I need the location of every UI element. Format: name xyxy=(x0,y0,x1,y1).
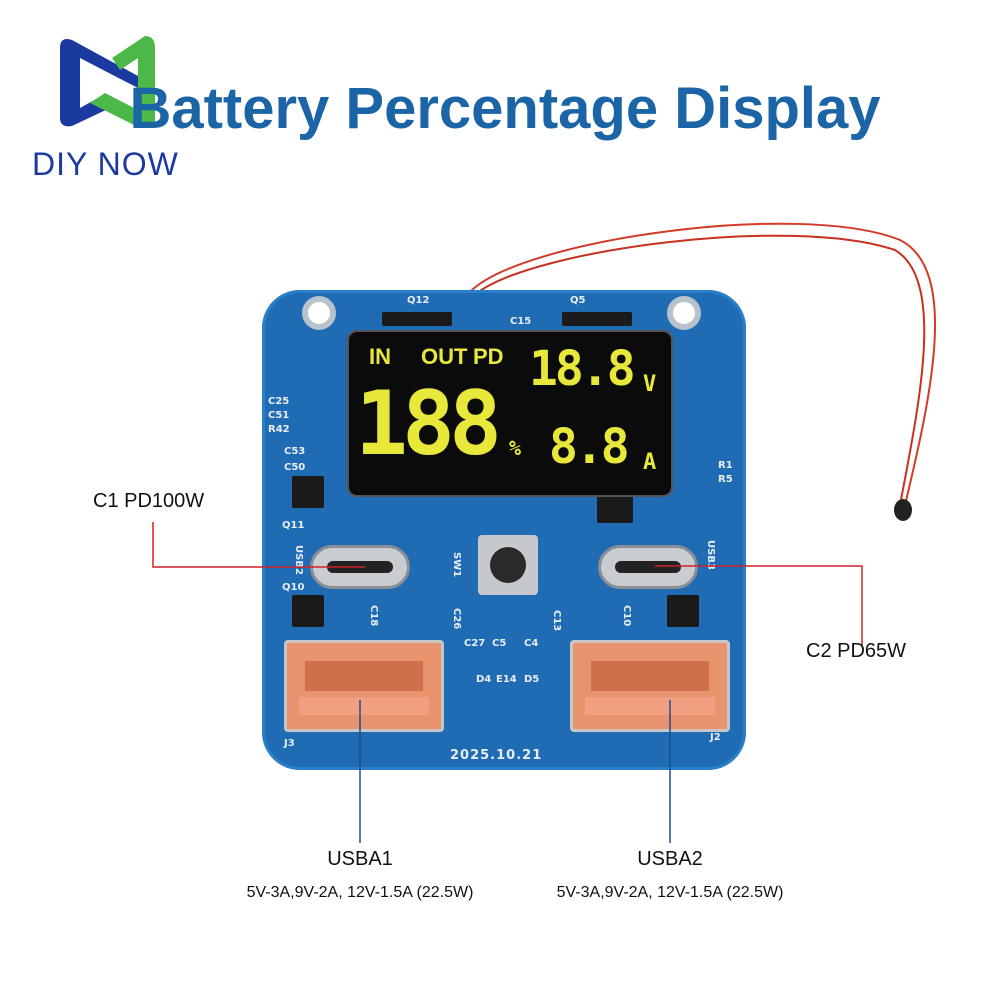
silk-label: Q12 xyxy=(407,295,430,306)
mosfet-chip xyxy=(667,595,699,627)
silk-label: Q11 xyxy=(282,520,305,531)
silk-label: C18 xyxy=(368,605,379,627)
silk-label: J3 xyxy=(284,738,295,749)
silk-label: C4 xyxy=(524,638,539,649)
brand-logo-icon xyxy=(60,36,155,128)
indicator-out: OUT xyxy=(421,344,468,369)
board-date: 2025.10.21 xyxy=(450,748,543,763)
usb-a-port-2 xyxy=(570,640,730,732)
silk-label: C27 xyxy=(464,638,486,649)
usb-a-port-1 xyxy=(284,640,444,732)
mount-hole xyxy=(667,296,701,330)
silk-label: USB3 xyxy=(705,540,716,570)
silk-label: C53 xyxy=(284,446,306,457)
callout-usba1: USBA1 xyxy=(327,848,393,870)
silk-label: D4 xyxy=(476,674,492,685)
callout-usba2-spec: 5V-3A,9V-2A, 12V-1.5A (22.5W) xyxy=(556,884,784,901)
callout-c2: C2 PD65W xyxy=(806,640,907,662)
silk-label: C15 xyxy=(510,316,532,327)
silk-label: E14 xyxy=(496,674,517,685)
silk-label: USB2 xyxy=(293,545,304,575)
silk-label: Q5 xyxy=(570,295,586,306)
mosfet-chip xyxy=(292,595,324,627)
silk-label: R5 xyxy=(718,474,733,485)
silk-label: D5 xyxy=(524,674,540,685)
mount-hole xyxy=(302,296,336,330)
callout-usba1-spec: 5V-3A,9V-2A, 12V-1.5A (22.5W) xyxy=(246,884,474,901)
silk-label: J2 xyxy=(710,732,721,743)
percent-unit: % xyxy=(509,436,522,460)
silk-label: C50 xyxy=(284,462,306,473)
indicator-in: IN xyxy=(369,344,391,369)
mosfet-chip xyxy=(562,312,632,326)
silk-label: C25 xyxy=(268,396,290,407)
mosfet-chip xyxy=(382,312,452,326)
silk-label: R1 xyxy=(718,460,733,471)
lcd-display: IN OUT PD 188 % 18.8 V 8.8 A xyxy=(347,330,673,497)
silk-label: SW1 xyxy=(451,552,462,578)
current-readout: 8.8 xyxy=(549,419,630,475)
silk-label: C10 xyxy=(621,605,632,627)
usb-c-port-c2 xyxy=(598,545,698,589)
mosfet-chip xyxy=(597,495,633,523)
silk-label: C51 xyxy=(268,410,290,421)
silk-label: C5 xyxy=(492,638,507,649)
voltage-readout: 18.8 xyxy=(529,341,636,397)
callout-c1: C1 PD100W xyxy=(93,490,205,512)
silk-label: Q10 xyxy=(282,582,305,593)
silk-label: R42 xyxy=(268,424,290,435)
current-unit: A xyxy=(643,450,657,475)
sw1-button[interactable] xyxy=(478,535,538,595)
indicator-pd: PD xyxy=(473,344,504,369)
silk-label: C13 xyxy=(551,610,562,632)
mosfet-chip xyxy=(292,476,324,508)
page-title: Battery Percentage Display xyxy=(129,76,881,141)
voltage-unit: V xyxy=(643,372,657,397)
callout-usba2: USBA2 xyxy=(637,848,703,870)
battery-percent-readout: 188 xyxy=(355,372,502,475)
brand-name: DIY NOW xyxy=(32,146,179,182)
silk-label: C26 xyxy=(451,608,462,630)
